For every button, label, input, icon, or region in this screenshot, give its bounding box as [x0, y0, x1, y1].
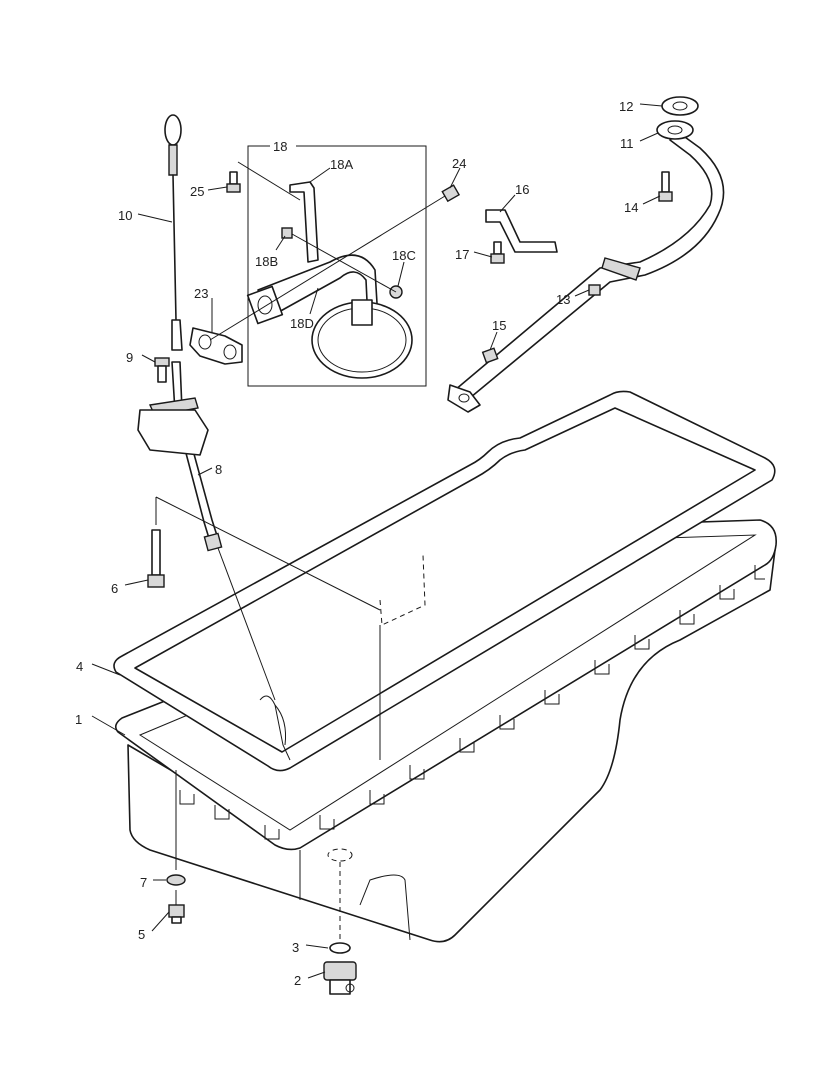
callout-18b: 18B — [255, 254, 278, 269]
callout-5: 5 — [138, 927, 145, 942]
callout-8: 8 — [215, 462, 222, 477]
callout-4: 4 — [76, 659, 83, 674]
callout-12: 12 — [619, 99, 633, 114]
bolt-14 — [658, 171, 673, 202]
dipstick-tube — [137, 361, 276, 701]
callout-18d: 18D — [290, 316, 314, 331]
flange-gasket-12 — [661, 96, 699, 116]
callout-18: 18 — [273, 139, 287, 154]
callout-7: 7 — [140, 875, 147, 890]
flange-gasket-23 — [189, 327, 243, 365]
bolt-5 — [168, 904, 185, 924]
washer-7 — [166, 874, 186, 886]
callout-24: 24 — [452, 156, 466, 171]
callout-13: 13 — [556, 292, 570, 307]
bolt-13 — [588, 284, 601, 296]
bolt-17 — [490, 241, 505, 264]
bolt-6 — [147, 529, 165, 588]
callout-25: 25 — [190, 184, 204, 199]
bracket-16 — [485, 209, 558, 253]
callout-15: 15 — [492, 318, 506, 333]
callout-9: 9 — [126, 350, 133, 365]
callout-6: 6 — [111, 581, 118, 596]
oil-pan-gasket — [113, 390, 776, 772]
pickup-tube-group-box — [247, 145, 427, 387]
callout-labels: 1 2 3 4 5 6 7 8 9 10 11 12 13 14 15 16 1… — [75, 99, 638, 988]
bolt-18b — [281, 227, 293, 239]
bolt-25 — [226, 171, 241, 193]
callout-11: 11 — [620, 136, 634, 151]
bolt-15 — [481, 347, 499, 364]
bolt-9 — [154, 357, 170, 383]
oil-pickup-tube — [246, 181, 413, 379]
callout-23: 23 — [194, 286, 208, 301]
leader-lines — [91, 103, 663, 979]
callout-18c: 18C — [392, 248, 416, 263]
callout-17: 17 — [455, 247, 469, 262]
drain-plug — [323, 961, 357, 995]
callout-18a: 18A — [330, 157, 353, 172]
callout-1: 1 — [75, 712, 82, 727]
callout-16: 16 — [515, 182, 529, 197]
dipstick — [164, 114, 183, 351]
callout-3: 3 — [292, 940, 299, 955]
o-ring — [329, 942, 351, 954]
oil-tube-11 — [447, 120, 725, 413]
callout-2: 2 — [294, 973, 301, 988]
callout-14: 14 — [624, 200, 638, 215]
callout-10: 10 — [118, 208, 132, 223]
box-label-gap — [270, 138, 296, 154]
